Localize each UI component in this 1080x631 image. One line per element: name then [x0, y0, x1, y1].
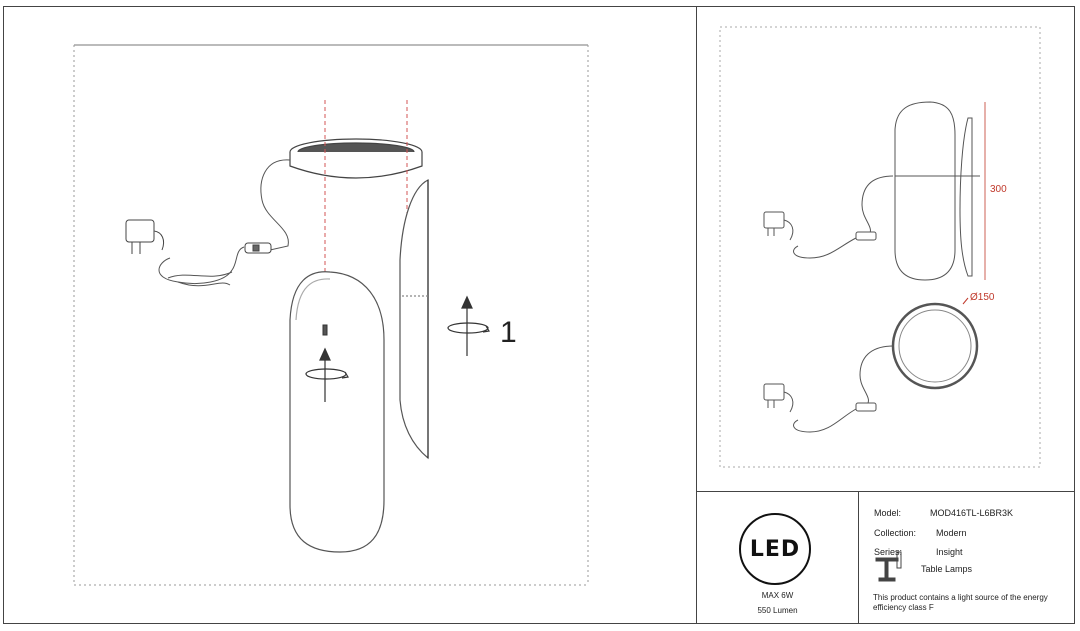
height-dimension: 300 — [990, 184, 1007, 195]
step-number: 1 — [500, 316, 517, 349]
document-frame — [3, 6, 1075, 624]
model-value: MOD416TL-L6BR3K — [930, 508, 1014, 518]
led-logo: LED — [739, 513, 811, 585]
lamp-reflector-panel — [399, 179, 429, 460]
collection-value: Modern — [936, 528, 967, 538]
energy-efficiency-note: This product contains a light source of … — [873, 593, 1048, 612]
category-value: Table Lamps — [921, 564, 973, 574]
model-label: Model: — [874, 508, 902, 518]
series-value: Insight — [936, 547, 963, 557]
cord-switch — [244, 242, 272, 254]
series-label: Series: — [874, 547, 903, 557]
panel-divider-vertical — [696, 6, 697, 624]
rotate-arrow-icon — [305, 295, 490, 402]
power-cord — [158, 159, 291, 287]
lamp-side-view — [763, 101, 986, 281]
plug-adapter-icon — [125, 219, 165, 254]
panel-divider-horizontal — [696, 491, 1075, 492]
info-divider-vertical — [858, 491, 859, 624]
diameter-dimension: Ø150 — [970, 292, 995, 303]
table-lamp-icon — [875, 551, 902, 582]
collection-label: Collection: — [874, 528, 917, 538]
lamp-top-view — [763, 297, 979, 433]
lamp-diffuser-large — [289, 271, 385, 553]
assembly-panel — [73, 44, 589, 586]
lamp-base-disc — [289, 138, 423, 179]
lumen-label: 550 Lumen — [757, 606, 798, 615]
product-views-panel — [719, 26, 1041, 468]
max-power-label: MAX 6W — [761, 591, 794, 600]
